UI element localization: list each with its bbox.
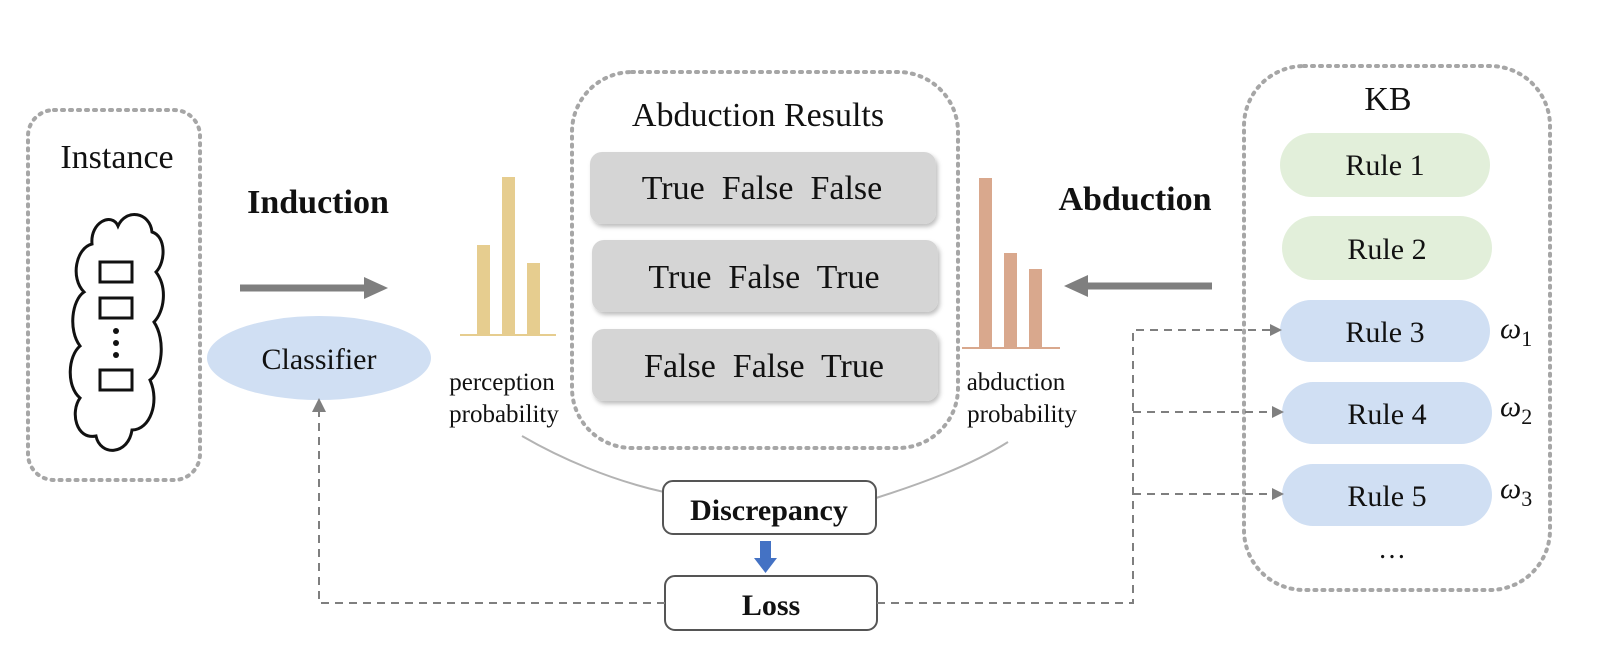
kb-rule-1 [1280,133,1490,197]
classifier-label: Classifier [262,343,377,376]
abduction-result-row-3 [592,329,938,401]
weight-3-subscript: 3 [1521,486,1532,511]
rule-3-feedback-arrowhead [1270,324,1282,336]
abduction-label: Abduction [1058,181,1211,218]
kb-rule-3 [1280,300,1490,362]
down-arrow-shaft [760,541,771,559]
perception-label-line2: probability [449,401,559,428]
weight-3: ω3 [1500,472,1532,511]
kb-rule-4-label: Rule 4 [1347,398,1426,431]
kb-rule-1-label: Rule 1 [1345,149,1424,182]
perception-to-discrepancy-line [521,435,665,493]
weight-3-symbol: ω [1500,472,1521,505]
induction-arrow-head [364,277,388,299]
weight-2-subscript: 2 [1521,404,1532,429]
kb-rule-5-label: Rule 5 [1347,480,1426,513]
rule-4-feedback-arrowhead [1272,406,1284,418]
instance-panel: Instance [26,108,202,482]
loss-to-classifier-line [318,410,665,604]
kb-ellipsis: … [1378,534,1406,565]
discrepancy-box [662,480,877,535]
rule-weights: ω1 ω2 ω3 [1500,312,1532,511]
perception-bar-3 [527,263,540,335]
abduction-bar-1 [979,178,992,348]
discrepancy-to-loss-arrow [754,541,777,573]
instance-title: Instance [60,139,173,176]
discrepancy-node: Discrepancy [662,480,877,535]
abduction-result-row-2-text: True False True [648,259,879,296]
abduction-result-row-1-text: True False False [642,170,883,207]
abduction-result-row-1 [590,152,936,224]
kb-rule-4 [1282,382,1492,444]
abduction-prob-label-line1: abduction [967,369,1066,396]
abduction-result-row-3-text: False False True [644,348,884,385]
instance-item-1 [98,260,134,284]
abduction-result-row-2 [592,240,938,312]
instance-dotted-border [26,108,202,482]
rule-5-feedback-arrowhead [1272,488,1284,500]
weight-1-subscript: 1 [1521,326,1532,351]
perception-label-line1: perception [449,369,555,396]
kb-dotted-border [1242,64,1552,592]
instance-dot [113,340,119,346]
kb-title: KB [1364,81,1411,118]
perception-bar-1 [477,245,490,335]
instance-item-3 [98,368,134,392]
down-arrow-head [754,558,777,573]
abduction-results-title: Abduction Results [632,97,884,134]
perception-probability-chart: perception probability [449,177,559,428]
classifier-feedback-arrowhead [312,398,326,412]
instance-item-2 [98,296,134,320]
loss-feedback-lines [318,329,1274,604]
kb-rule-5 [1282,464,1492,526]
weight-1-symbol: ω [1500,312,1521,345]
weight-2-symbol: ω [1500,390,1521,423]
abduction-probability-chart: abduction probability [962,178,1077,428]
abduction-results-panel: Abduction Results True False False True … [570,70,960,450]
induction-section: Induction Classifier [207,184,431,400]
classifier-node [207,316,431,400]
instance-dot [113,328,119,334]
discrepancy-label: Discrepancy [690,494,848,527]
abduction-results-dotted-border [570,70,960,450]
loss-label: Loss [742,589,800,622]
kb-panel: KB Rule 1 Rule 2 Rule 3 Rule 4 Rule 5 … [1242,64,1552,592]
abduction-section: Abduction [1058,181,1212,297]
kb-rule-2-label: Rule 2 [1347,233,1426,266]
abduction-bar-2 [1004,253,1017,348]
perception-bar-2 [502,177,515,335]
instance-dot [113,352,119,358]
loss-to-rule-3-line [877,329,1272,604]
abduction-prob-label-line2: probability [967,401,1077,428]
loss-node: Loss [664,575,878,631]
induction-label: Induction [247,184,389,221]
kb-rule-3-label: Rule 3 [1345,316,1424,349]
abduction-arrow-head [1064,275,1088,297]
abduction-to-discrepancy-line [875,441,1009,499]
abduction-bar-3 [1029,269,1042,348]
weight-1: ω1 [1500,312,1532,351]
weight-2: ω2 [1500,390,1532,429]
kb-rule-2 [1282,216,1492,280]
